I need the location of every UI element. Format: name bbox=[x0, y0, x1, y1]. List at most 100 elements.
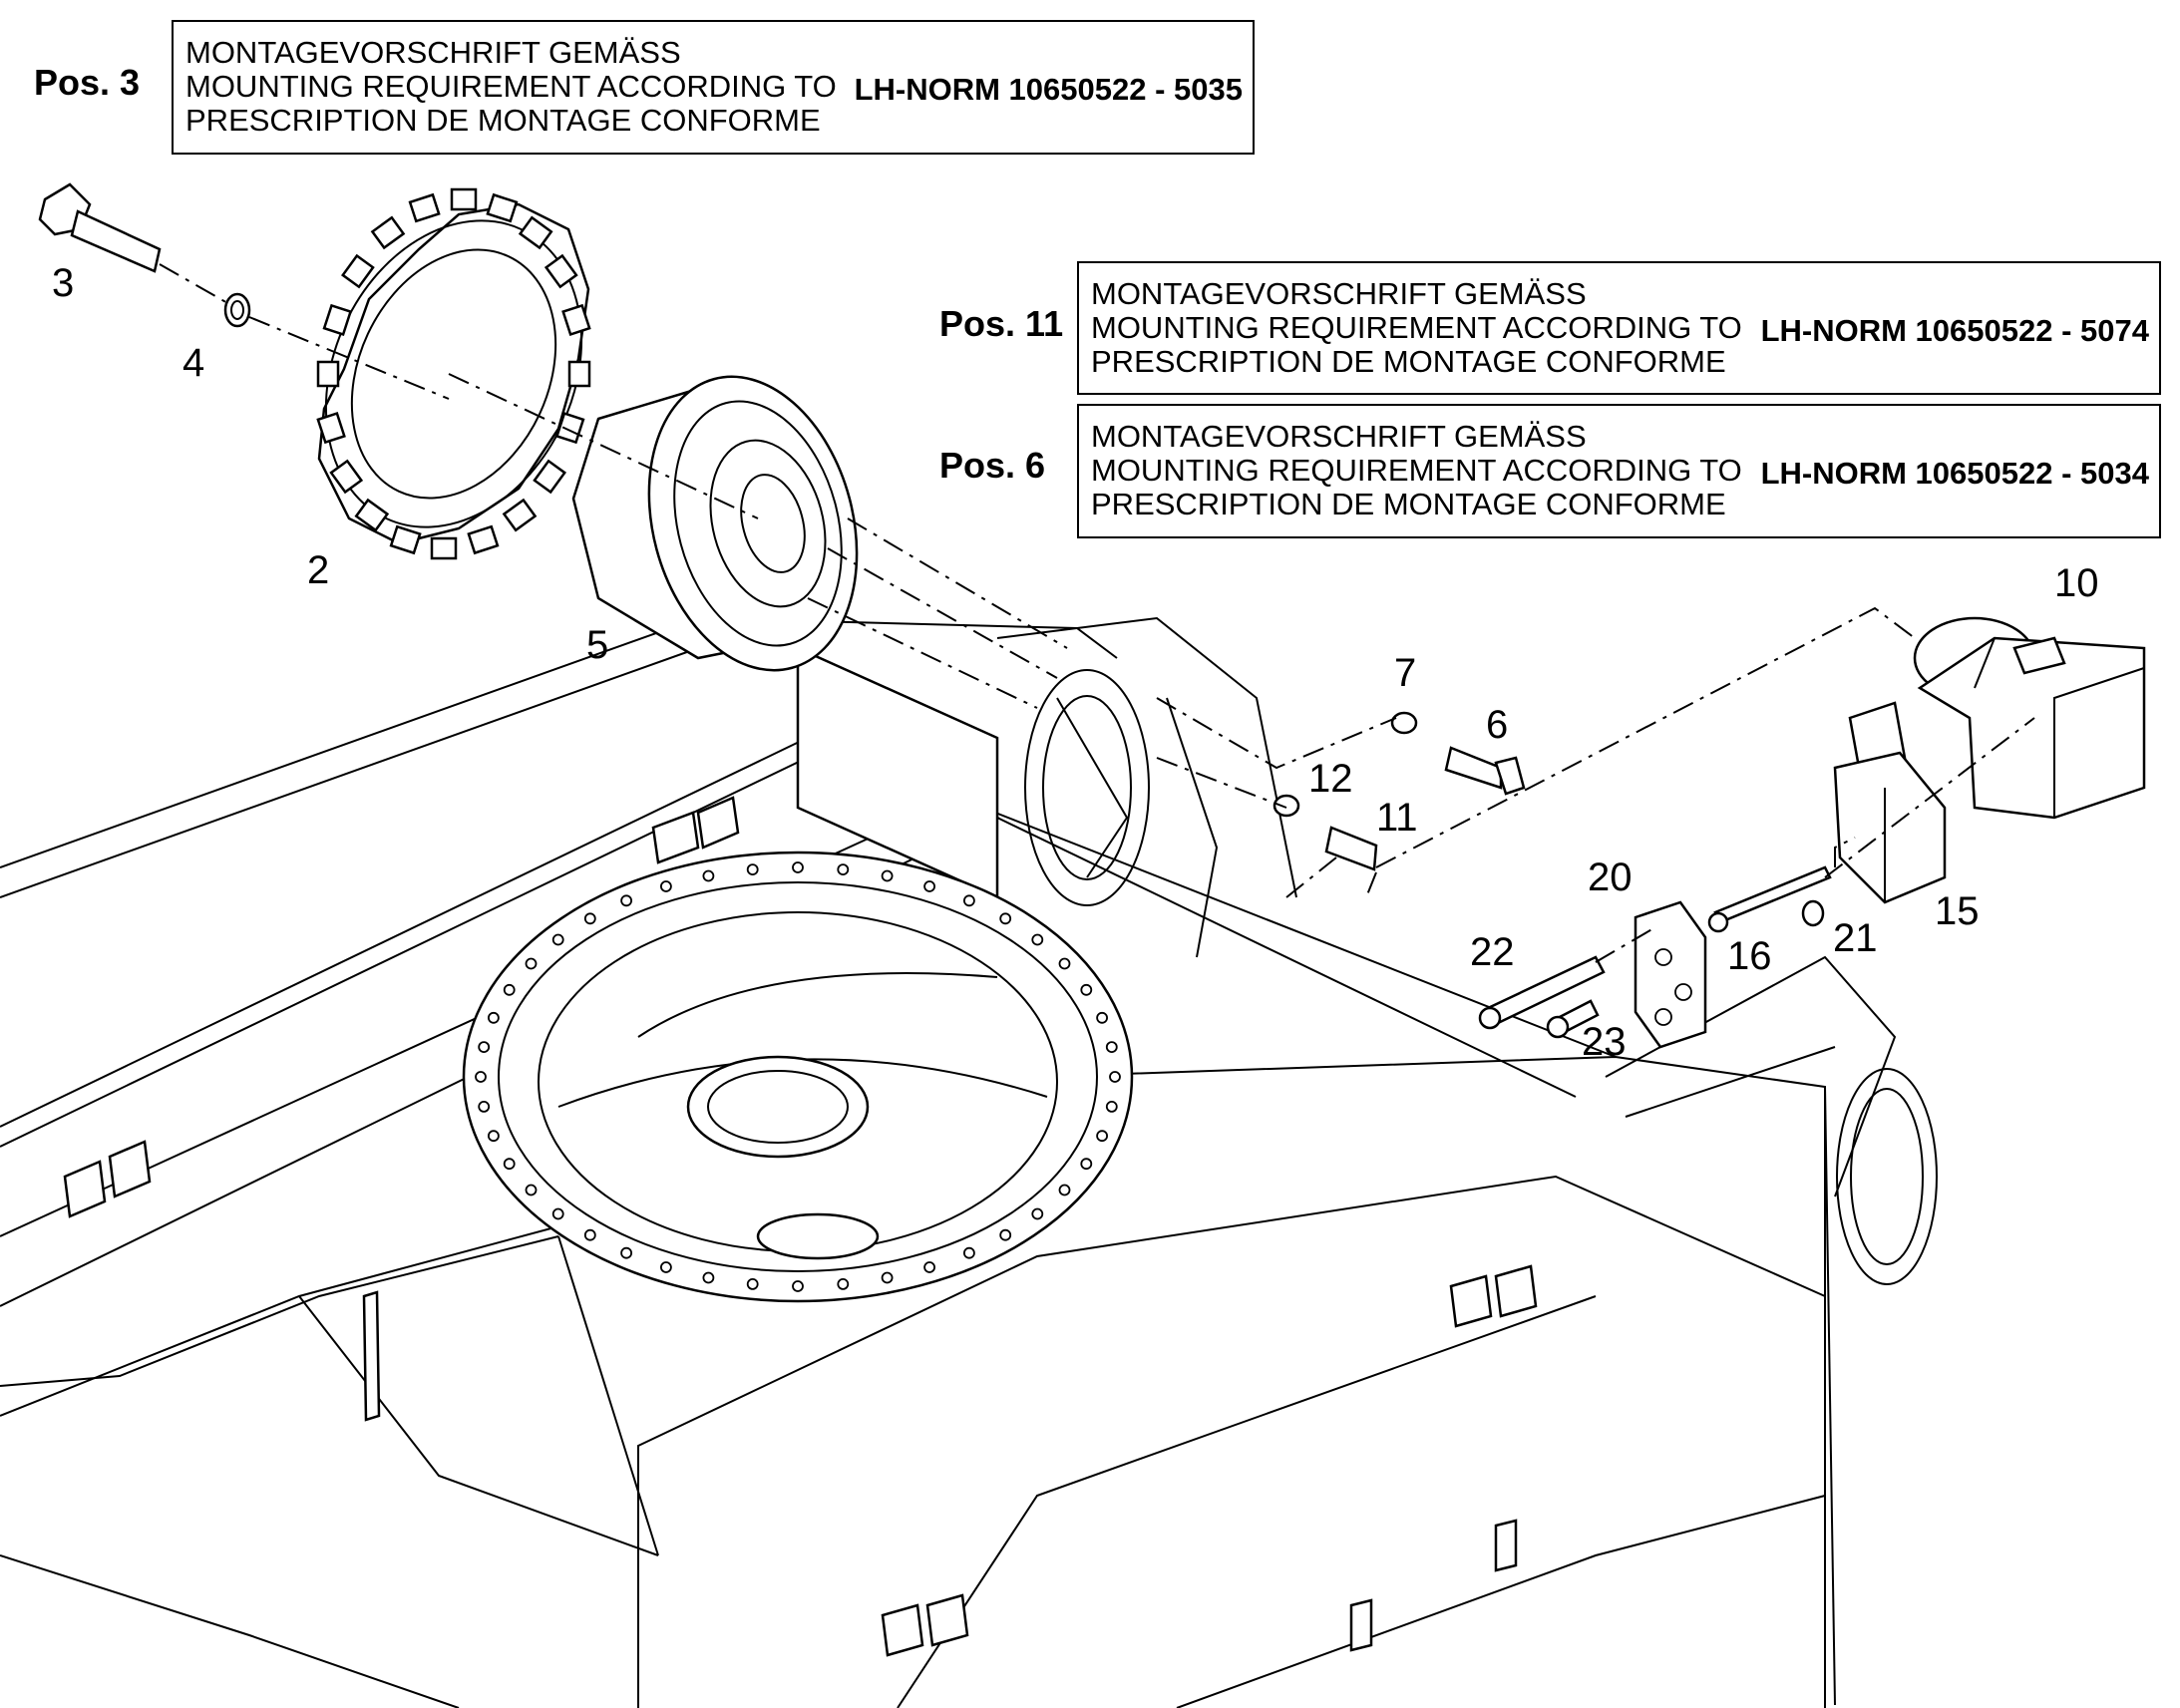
bolt-hole bbox=[746, 863, 759, 875]
bolt-hole bbox=[551, 933, 564, 946]
sprocket-tooth bbox=[430, 536, 458, 560]
callout-20: 20 bbox=[1588, 855, 1633, 899]
note-pos3-box: MONTAGEVORSCHRIFT GEMÄSS MOUNTING REQUIR… bbox=[172, 20, 1255, 155]
bolt-hole bbox=[1031, 1207, 1044, 1220]
slewing-ring bbox=[462, 851, 1134, 1303]
sprocket-tooth bbox=[486, 192, 519, 223]
note-pos6-text: MONTAGEVORSCHRIFT GEMÄSS MOUNTING REQUIR… bbox=[1091, 420, 1742, 521]
note-pos3-label: Pos. 3 bbox=[34, 62, 141, 103]
bolt-hole bbox=[503, 983, 516, 996]
sprocket-teeth bbox=[316, 187, 591, 560]
bolt-hole bbox=[923, 880, 935, 892]
note-line-en: MOUNTING REQUIREMENT ACCORDING TO bbox=[1091, 310, 1742, 345]
oring-pos-21 bbox=[1801, 899, 1825, 927]
bolt-hole bbox=[1058, 1184, 1071, 1196]
callout-3: 3 bbox=[52, 261, 74, 305]
bolt-hole bbox=[551, 1207, 564, 1220]
bolt-hole bbox=[475, 1071, 487, 1083]
sprocket-tooth bbox=[554, 412, 585, 445]
sprocket-tooth bbox=[450, 187, 478, 211]
sprocket-tooth bbox=[329, 459, 364, 495]
callout-6: 6 bbox=[1486, 703, 1508, 747]
bolt-hole bbox=[1105, 1101, 1118, 1113]
note-pos6-box: MONTAGEVORSCHRIFT GEMÄSS MOUNTING REQUIR… bbox=[1077, 404, 2161, 538]
sprocket-tooth bbox=[408, 192, 441, 223]
callout-22: 22 bbox=[1470, 930, 1515, 974]
callout-2: 2 bbox=[307, 548, 329, 592]
bolt-hole bbox=[881, 1271, 894, 1284]
bolt-hole bbox=[1096, 1130, 1108, 1143]
note-line-de: MONTAGEVORSCHRIFT GEMÄSS bbox=[1091, 276, 1587, 311]
callout-7: 7 bbox=[1394, 651, 1416, 695]
note-pos6-norm: LH-NORM 10650522 - 5034 bbox=[1760, 456, 2149, 491]
sprocket-tooth bbox=[467, 524, 500, 555]
note-line-fr: PRESCRIPTION DE MONTAGE CONFORME bbox=[1091, 487, 1726, 521]
washer-pos-4 bbox=[223, 292, 251, 328]
sprocket-tooth bbox=[533, 459, 566, 495]
bolt-hole bbox=[503, 1158, 516, 1171]
bolt-hole bbox=[1105, 1041, 1118, 1053]
bolt-hole bbox=[1058, 957, 1071, 970]
bolt-hole bbox=[923, 1261, 935, 1273]
callout-4: 4 bbox=[182, 341, 204, 385]
sprocket-tooth bbox=[561, 303, 591, 336]
note-line-de: MONTAGEVORSCHRIFT GEMÄSS bbox=[1091, 419, 1587, 454]
callout-5: 5 bbox=[586, 623, 608, 667]
bolt-hole bbox=[792, 1280, 804, 1292]
bolt-hole bbox=[881, 869, 894, 882]
callout-10: 10 bbox=[2054, 561, 2099, 605]
sprocket-tooth bbox=[316, 360, 340, 388]
bolt-hole bbox=[478, 1101, 491, 1113]
sprocket-tooth bbox=[518, 215, 553, 250]
bolt-pos-16 bbox=[1707, 865, 1832, 933]
note-pos3-text: MONTAGEVORSCHRIFT GEMÄSS MOUNTING REQUIR… bbox=[185, 36, 837, 138]
callout-21: 21 bbox=[1833, 916, 1878, 960]
valve-block bbox=[1833, 701, 1947, 904]
callout-16: 16 bbox=[1727, 934, 1772, 978]
note-line-en: MOUNTING REQUIREMENT ACCORDING TO bbox=[1091, 453, 1742, 488]
undercarriage-frame bbox=[0, 616, 1938, 1708]
note-pos11-text: MONTAGEVORSCHRIFT GEMÄSS MOUNTING REQUIR… bbox=[1091, 277, 1742, 379]
bolt-hole bbox=[1080, 1158, 1093, 1171]
sprocket-tooth bbox=[322, 303, 353, 336]
washer-pos-12 bbox=[1272, 794, 1300, 818]
sprocket-tooth bbox=[502, 498, 538, 532]
bolt-hole bbox=[999, 1228, 1012, 1241]
sprocket-tooth bbox=[544, 253, 578, 289]
bolt-pos-22 bbox=[1478, 955, 1606, 1030]
sprocket-tooth bbox=[567, 360, 591, 388]
note-pos3-norm: LH-NORM 10650522 - 5035 bbox=[854, 72, 1243, 107]
bolt-hole bbox=[1109, 1071, 1121, 1083]
callout-numbers: 3 4 2 5 10 7 6 12 11 20 15 22 16 21 23 bbox=[52, 261, 2099, 1064]
bolt-hole bbox=[660, 1261, 672, 1273]
sprocket-tooth bbox=[370, 215, 406, 250]
bolt-hole bbox=[525, 1184, 538, 1196]
final-drive bbox=[571, 375, 859, 672]
sprocket-tooth bbox=[389, 524, 422, 555]
note-line-fr: PRESCRIPTION DE MONTAGE CONFORME bbox=[185, 103, 821, 138]
bolt-hole bbox=[620, 894, 632, 907]
bolt-hole bbox=[702, 869, 715, 882]
callout-11: 11 bbox=[1376, 796, 1418, 840]
bolt-hole bbox=[1080, 983, 1093, 996]
travel-motor bbox=[1913, 616, 2146, 820]
sprocket-tooth bbox=[341, 253, 375, 289]
bolt-hole bbox=[963, 894, 975, 907]
bolt-hole bbox=[525, 957, 538, 970]
sprocket-tooth bbox=[354, 498, 390, 532]
bolt-hole bbox=[792, 861, 804, 873]
slewing-ring-bolt-holes bbox=[475, 861, 1121, 1292]
washer-pos-7 bbox=[1390, 711, 1418, 735]
bolt-hole bbox=[963, 1246, 975, 1259]
note-pos11-label: Pos. 11 bbox=[939, 303, 1064, 344]
bolt-hole bbox=[478, 1041, 491, 1053]
bolt-hole bbox=[837, 1278, 850, 1290]
bolt-hole bbox=[487, 1130, 500, 1143]
bolt-hole bbox=[583, 1228, 596, 1241]
note-pos11-box: MONTAGEVORSCHRIFT GEMÄSS MOUNTING REQUIR… bbox=[1077, 261, 2161, 395]
bolt-hole bbox=[837, 863, 850, 875]
bolt-hole bbox=[487, 1011, 500, 1024]
bolt-hole bbox=[620, 1246, 632, 1259]
note-line-de: MONTAGEVORSCHRIFT GEMÄSS bbox=[185, 35, 681, 70]
callout-15: 15 bbox=[1935, 889, 1980, 933]
